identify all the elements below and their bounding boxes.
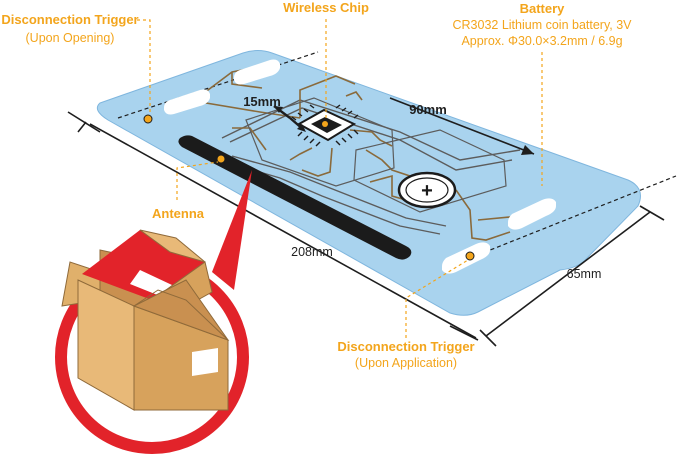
- battery-spec-line2: Approx. Φ30.0×3.2mm / 6.9g: [461, 34, 622, 48]
- wireless-chip: [291, 104, 359, 147]
- battery: +: [397, 171, 457, 209]
- labels: Wireless Chip Battery CR3032 Lithium coi…: [1, 0, 632, 370]
- battery-label: Battery: [520, 1, 566, 16]
- inner-length-label: 90mm: [409, 102, 447, 117]
- wireless-chip-label: Wireless Chip: [283, 0, 369, 15]
- disconnect-apply-sublabel: (Upon Application): [355, 356, 457, 370]
- battery-plus-icon: +: [421, 180, 433, 202]
- disconnect-apply-label: Disconnection Trigger: [337, 339, 474, 354]
- tag-panel: [96, 50, 641, 316]
- antenna: [178, 135, 412, 260]
- chip-circuit-area: [245, 97, 507, 213]
- trigger-pads: [143, 59, 556, 274]
- antenna-label: Antenna: [152, 206, 205, 221]
- leader-lines: [137, 19, 543, 338]
- total-width-label: 65mm: [567, 267, 602, 281]
- cardboard-box-icon: [61, 229, 230, 411]
- chip-size-label: 15mm: [243, 94, 281, 109]
- battery-spec-line1: CR3032 Lithium coin battery, 3V: [452, 18, 632, 32]
- opening-callout: [55, 170, 252, 454]
- disconnect-open-sublabel: (Upon Opening): [26, 31, 115, 45]
- total-length-label: 208mm: [291, 245, 333, 259]
- disconnect-open-label: Disconnection Trigger: [1, 12, 138, 27]
- perforation-lines: [117, 51, 677, 269]
- circuit-traces: [199, 64, 541, 241]
- dimension-lines: [67, 97, 665, 347]
